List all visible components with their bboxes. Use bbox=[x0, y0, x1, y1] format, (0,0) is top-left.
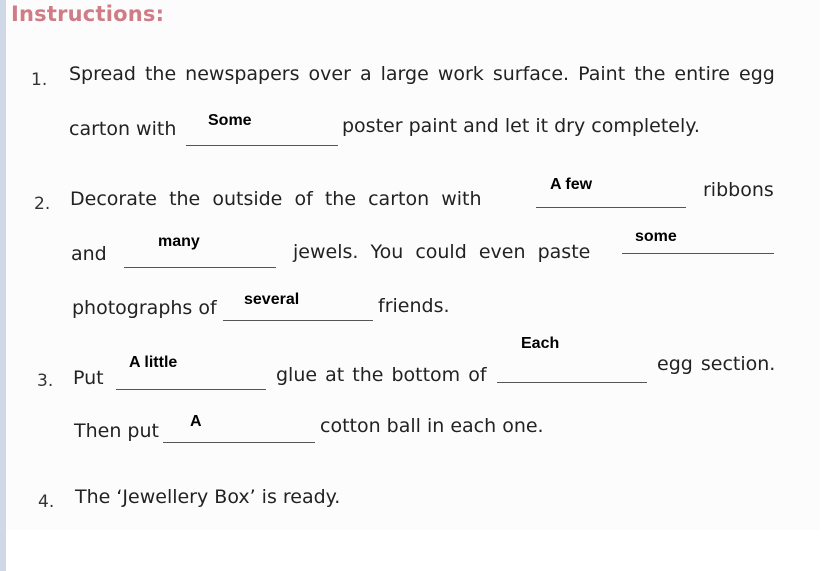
answer-1a[interactable]: Some bbox=[208, 112, 252, 129]
step-3-line-1-middle: glue at the bottom of bbox=[276, 364, 487, 386]
step-1-line-2-before: carton with bbox=[69, 118, 177, 140]
answer-2b[interactable]: many bbox=[158, 233, 200, 250]
blank-3b[interactable] bbox=[497, 382, 647, 383]
step-3-number: 3. bbox=[37, 371, 54, 391]
step-2-number: 2. bbox=[34, 194, 51, 214]
step-1-line-1: Spread the newspapers over a large work … bbox=[69, 63, 775, 85]
instructions-heading: Instructions: bbox=[11, 2, 165, 26]
answer-3a[interactable]: A little bbox=[129, 354, 178, 371]
step-2-line-3-after: friends. bbox=[378, 295, 450, 317]
blank-1a[interactable] bbox=[186, 145, 338, 146]
step-2-line-3-before: photographs of bbox=[72, 297, 217, 319]
blank-2a[interactable] bbox=[536, 207, 686, 208]
step-3-line-1-after: egg section. bbox=[657, 353, 776, 375]
step-4-number: 4. bbox=[38, 492, 55, 512]
left-margin-strip bbox=[0, 0, 6, 571]
step-2-line-2-middle: jewels. You could even paste bbox=[293, 241, 591, 263]
step-1-line-2-after: poster paint and let it dry completely. bbox=[342, 115, 700, 137]
step-3-line-2-before: Then put bbox=[74, 420, 159, 442]
step-3-line-2-after: cotton ball in each one. bbox=[320, 415, 544, 437]
step-4-line-1: The ‘Jewellery Box’ is ready. bbox=[75, 486, 341, 508]
blank-2c[interactable] bbox=[622, 253, 774, 254]
answer-2c[interactable]: some bbox=[635, 228, 677, 245]
answer-3b[interactable]: Each bbox=[521, 335, 560, 352]
step-2-line-1-after: ribbons bbox=[703, 179, 774, 201]
answer-2d[interactable]: several bbox=[244, 291, 300, 308]
answer-2a[interactable]: A few bbox=[550, 176, 593, 193]
blank-3a[interactable] bbox=[116, 389, 266, 390]
blank-3c[interactable] bbox=[163, 442, 315, 443]
worksheet-page bbox=[0, 0, 820, 530]
step-2-line-1-before: Decorate the outside of the carton with bbox=[70, 188, 482, 210]
blank-2d[interactable] bbox=[223, 320, 373, 321]
step-3-line-1-before: Put bbox=[73, 367, 104, 389]
answer-3c[interactable]: A bbox=[190, 413, 202, 430]
step-2-line-2-before: and bbox=[71, 243, 107, 265]
step-1-number: 1. bbox=[31, 70, 48, 90]
blank-2b[interactable] bbox=[124, 267, 276, 268]
